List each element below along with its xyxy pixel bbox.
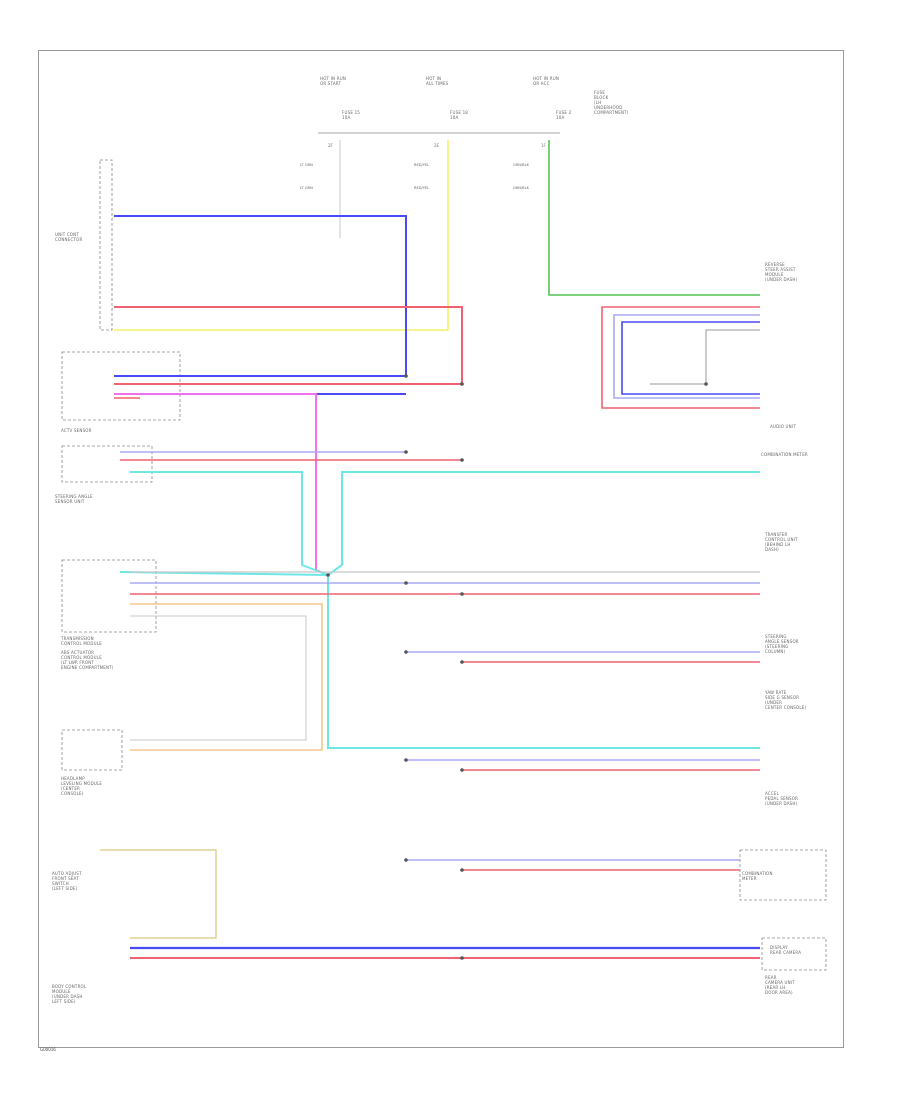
fuse-pin-3: 1F — [541, 143, 546, 148]
splice-6 — [404, 650, 408, 654]
abs-label: TRANSMISSION CONTROL MODULE — [61, 636, 102, 646]
rear-sensor-label: DISPLAY REAR CAMERA — [770, 945, 802, 955]
wire-color-top-1: LT GRN — [300, 163, 313, 167]
splice-7 — [460, 660, 464, 664]
splice-4 — [404, 581, 408, 585]
abs-sub-label: ABS ACTUATOR CONTROL MODULE (LT LWR FRON… — [61, 650, 114, 670]
can-h-wire-1 — [114, 215, 407, 377]
audio-violet — [613, 314, 760, 399]
abs-orange — [130, 603, 323, 751]
trans-r-label: TRANSFER CONTROL UNIT (BEHIND LH DASH) — [765, 532, 798, 552]
fuse-id-2: FUSE 18 10A — [450, 110, 469, 120]
wire-color-bot-2: RED/YEL — [414, 186, 430, 190]
unit-left-connector — [99, 159, 113, 331]
fuse-label-3: HOT IN RUN OR ACC — [533, 76, 560, 86]
splice-2 — [404, 450, 408, 454]
cyan-wire-2 — [327, 471, 760, 576]
fuse-pin-2: 2E — [434, 143, 440, 148]
audio-blue — [621, 321, 760, 395]
audio-gray — [650, 329, 760, 385]
headlamp-connector — [61, 729, 123, 771]
fuse-id-1: FUSE 15 10A — [342, 110, 361, 120]
splice-3 — [460, 458, 464, 462]
fuse-block-note: FUSE BLOCK (LH UNDERHOOD COMPARTMENT) — [594, 90, 629, 115]
diagram-frame — [38, 50, 844, 1048]
headlamp-label: HEADLAMP LEVELING MODULE (CENTER CONSOLE… — [61, 776, 103, 796]
splice-8 — [404, 758, 408, 762]
abs-gray-2 — [130, 615, 307, 741]
abs-connector — [61, 559, 157, 633]
unit-left-label: UNIT CONT CONNECTOR — [55, 232, 83, 242]
fuse-pin-1: 2F — [328, 143, 333, 148]
splice-0 — [404, 374, 408, 378]
rear-r-label: REAR CAMERA UNIT (REAR LH DOOR AREA) — [765, 975, 795, 995]
dcm-connector — [61, 351, 181, 421]
reverse-label: REVERSE STEER ASSIST MODULE (UNDER DASH) — [765, 262, 798, 282]
steering-label: STEERING ANGLE SENSOR UNIT — [55, 494, 93, 504]
splice-12 — [460, 956, 464, 960]
combination-label: COMBINATION METER — [742, 871, 773, 881]
cyan-wire-1 — [130, 471, 329, 576]
splice-10 — [404, 858, 408, 862]
audio-label: AUDIO UNIT — [770, 424, 796, 429]
wire-color-top-3: GRN/BLK — [513, 163, 530, 167]
steer-r-label: STEERING ANGLE SENSOR (STEERING COLUMN) — [765, 634, 799, 654]
fuse-id-3: FUSE 2 10A — [556, 110, 572, 120]
switch-label: AUTO ADJUST FRONT SEAT SWITCH (LEFT SIDE… — [52, 871, 82, 891]
fuse-wire-3 — [548, 140, 760, 296]
audio-red — [601, 306, 760, 409]
combination-connector — [739, 849, 827, 901]
splice-1 — [460, 382, 464, 386]
splice-13 — [326, 573, 330, 577]
rear-connector — [761, 937, 827, 971]
splice-5 — [460, 592, 464, 596]
wire-color-top-2: RED/YEL — [414, 163, 430, 167]
splice-11 — [460, 868, 464, 872]
magenta-wire — [114, 393, 329, 576]
wire-color-bot-1: LT GRN — [300, 186, 313, 190]
splice-14 — [704, 382, 708, 386]
wire-color-bot-3: GRN/BLK — [513, 186, 530, 190]
combo-r-label: COMBINATION METER — [761, 452, 808, 457]
accel-r-label: ACCEL PEDAL SENSOR (UNDER DASH) — [765, 791, 799, 806]
yaw-r-label: YAW RATE SIDE G SENSOR (UNDER CENTER CON… — [765, 690, 807, 710]
cyan-wire-3 — [327, 575, 760, 749]
steering-connector — [61, 445, 153, 483]
tan-wire — [100, 849, 217, 939]
fuse-wire-2 — [114, 140, 449, 331]
can-l-wire-1 — [114, 306, 463, 385]
body-label: BODY CONTROL MODULE (UNDER DASH LEFT SID… — [52, 984, 87, 1004]
splice-9 — [460, 768, 464, 772]
dcm-label: ACTV SENSOR — [61, 428, 92, 433]
fuse-label-2: HOT IN ALL TIMES — [426, 76, 449, 86]
diagram-code: G00016 — [40, 1047, 56, 1052]
fuse-label-1: HOT IN RUN OR START — [320, 76, 347, 86]
